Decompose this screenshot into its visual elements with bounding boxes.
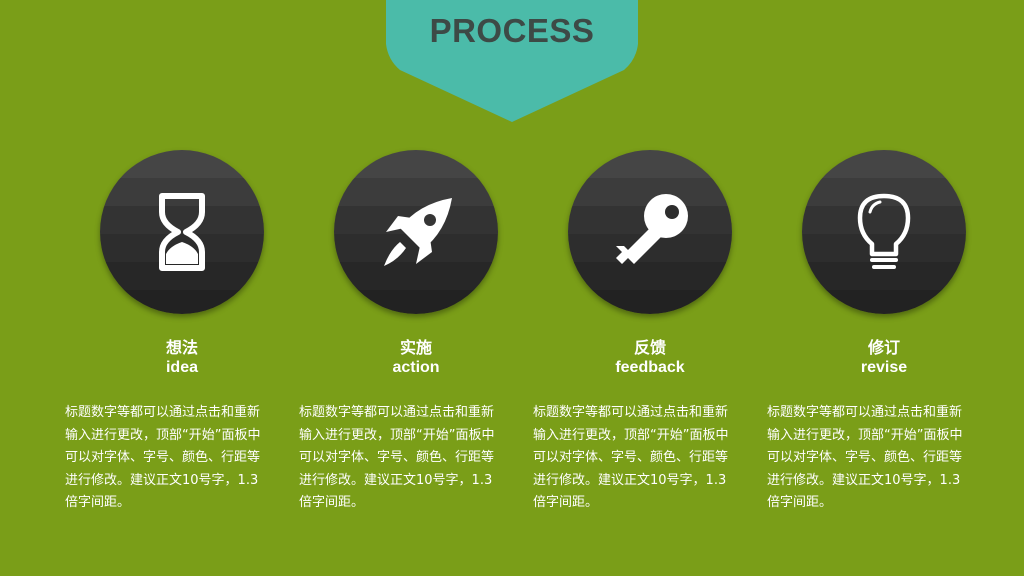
hourglass-icon [159, 193, 205, 271]
step-title-cn: 反馈 [633, 338, 666, 357]
process-banner: PROCESS [386, 0, 638, 124]
page-title: PROCESS [429, 12, 595, 49]
step-description: 标题数字等都可以通过点击和重新输入进行更改，顶部“开始”面板中可以对字体、字号、… [533, 405, 729, 510]
lightbulb-icon [857, 193, 911, 269]
step-circle [334, 150, 498, 314]
step-title-cn: 实施 [399, 338, 432, 357]
step-feedback: 反馈 feedback 标题数字等都可以通过点击和重新输入进行更改，顶部“开始”… [533, 148, 767, 528]
step-title-en: action [392, 359, 440, 376]
banner-shape [386, 0, 638, 122]
step-title-en: feedback [615, 359, 685, 376]
step-idea: 想法 idea 标题数字等都可以通过点击和重新输入进行更改，顶部“开始”面板中可… [65, 148, 299, 528]
key-icon [616, 194, 688, 264]
step-title-en: revise [860, 359, 908, 376]
step-title-en: idea [165, 359, 198, 376]
step-action: 实施 action 标题数字等都可以通过点击和重新输入进行更改，顶部“开始”面板… [299, 148, 533, 528]
step-description: 标题数字等都可以通过点击和重新输入进行更改，顶部“开始”面板中可以对字体、字号、… [767, 405, 963, 510]
step-circle [100, 150, 264, 314]
step-circle [568, 150, 732, 314]
rocket-icon [384, 198, 452, 266]
step-description: 标题数字等都可以通过点击和重新输入进行更改，顶部“开始”面板中可以对字体、字号、… [299, 405, 495, 510]
step-revise: 修订 revise 标题数字等都可以通过点击和重新输入进行更改，顶部“开始”面板… [767, 148, 1001, 528]
step-circle [802, 150, 966, 314]
step-description: 标题数字等都可以通过点击和重新输入进行更改，顶部“开始”面板中可以对字体、字号、… [65, 405, 261, 510]
step-title-cn: 修订 [867, 338, 900, 357]
step-title-cn: 想法 [165, 338, 198, 357]
